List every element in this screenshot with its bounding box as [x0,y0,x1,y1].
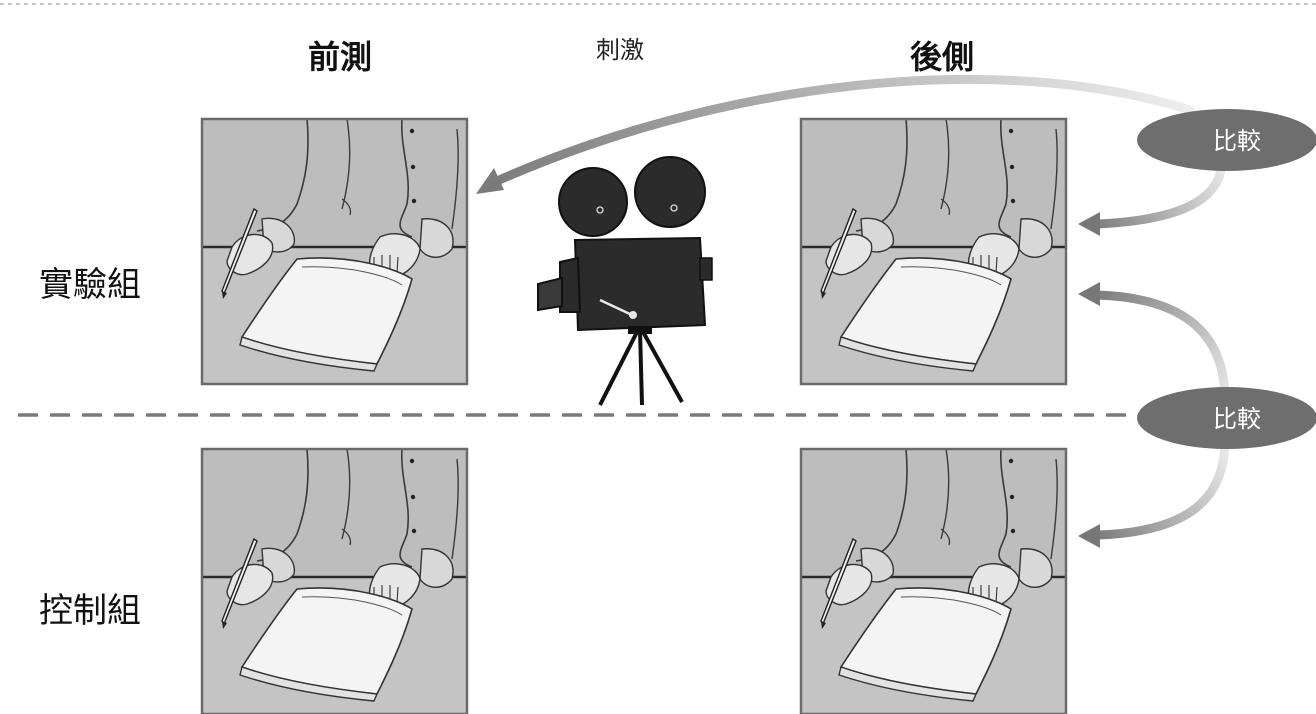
comparison-badge-top: 比較 [1137,109,1316,171]
comparison-badge-middle: 比較 [1137,387,1316,449]
control-group-label: 控制組 [39,591,141,631]
comparison-arrow-up-icon [1078,282,1230,405]
experimental-group-label: 實驗組 [39,265,141,305]
stimulus-heading: 刺激 [596,36,644,64]
comparison-badge-top-label: 比較 [1213,127,1261,155]
movie-camera-icon [537,156,713,406]
panel-experimental-posttest [799,117,1068,386]
comparison-badge-middle-label: 比較 [1213,405,1261,433]
comparison-arrow-down-icon [1078,435,1230,548]
panel-control-posttest [799,447,1068,714]
posttest-heading: 後側 [910,38,974,76]
comparison-arrow-top-icon [1078,155,1227,236]
stimulus-arrow-icon [476,74,1195,194]
pretest-heading: 前測 [308,38,372,76]
panel-experimental-pretest [200,117,469,386]
panel-control-pretest [200,447,469,714]
